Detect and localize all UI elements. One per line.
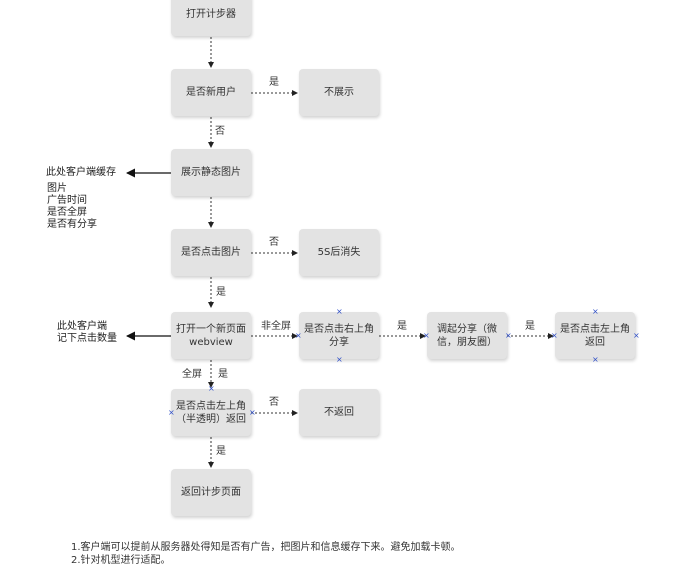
edge-label-no-no-back: 否 (269, 397, 279, 408)
edge-label-yes-back: 是 (216, 446, 226, 457)
node-click-top-right-share: 是否点击右上角 分享 (299, 312, 379, 359)
selection-handle: × (592, 355, 599, 364)
selection-handle: × (633, 331, 640, 340)
selection-handle: × (551, 331, 558, 340)
node-invoke-share: 调起分享（微 信，朋友圈） (427, 312, 507, 359)
node-is-image-clicked-label: 是否点击图片 (181, 247, 241, 258)
selection-handle: × (423, 331, 430, 340)
edge-label-yes-back-after-share: 是 (525, 321, 535, 332)
edge-label-fullscreen: 全屏 (182, 369, 202, 380)
node-click-top-left-back-share: 是否点击左上角 返回 (555, 312, 635, 359)
selection-handle: × (168, 408, 175, 417)
edge-label-yes-open-webview: 是 (216, 287, 226, 298)
node-click-top-left-back-label: 是否点击左上角 （半透明）返回 (176, 400, 246, 425)
node-disappear-5s: 5S后消失 (299, 229, 379, 276)
node-no-show-label: 不展示 (324, 87, 354, 98)
node-click-top-left-back-share-label: 是否点击左上角 返回 (560, 323, 630, 348)
edge-label-fullscreen-yes: 是 (218, 369, 228, 380)
node-back-counter-page-label: 返回计步页面 (181, 487, 241, 498)
edge-label-no-disappear: 否 (269, 237, 279, 248)
node-invoke-share-label: 调起分享（微 信，朋友圈） (437, 323, 497, 348)
node-is-new-user-label: 是否新用户 (186, 87, 236, 98)
node-show-static-image: 展示静态图片 (171, 149, 251, 196)
node-open-webview-label: 打开一个新页面 webview (176, 323, 246, 348)
node-no-back: 不返回 (299, 389, 379, 436)
note-client-record: 此处客户端 记下点击数量 (57, 321, 117, 344)
note-cache-items: 图片 广告时间 是否全屏 是否有分享 (47, 183, 97, 230)
node-open-counter: 打开计步器 (171, 0, 251, 36)
footer-note-2: 2.针对机型进行适配。 (71, 555, 171, 566)
node-open-counter-label: 打开计步器 (186, 9, 236, 20)
selection-handle: × (336, 307, 343, 316)
node-open-webview: 打开一个新页面 webview (171, 312, 251, 359)
selection-handle: × (336, 355, 343, 364)
selection-handle: × (208, 384, 215, 393)
node-no-back-label: 不返回 (324, 407, 354, 418)
selection-handle: × (249, 408, 256, 417)
node-back-counter-page: 返回计步页面 (171, 469, 251, 516)
note-client-cache: 此处客户端缓存 (46, 167, 116, 178)
edge-label-yes-no-show: 是 (269, 77, 279, 88)
selection-handle: × (505, 331, 512, 340)
node-click-top-right-share-label: 是否点击右上角 分享 (304, 323, 374, 348)
node-is-new-user: 是否新用户 (171, 69, 251, 116)
selection-handle: × (295, 331, 302, 340)
node-is-image-clicked: 是否点击图片 (171, 229, 251, 276)
edge-label-not-fullscreen: 非全屏 (261, 321, 291, 332)
edge-label-no-show-image: 否 (215, 126, 225, 137)
footer-notes: 1.客户端可以提前从服务器处得知是否有广告，把图片和信息缓存下来。避免加载卡顿。… (71, 541, 461, 566)
node-no-show: 不展示 (299, 69, 379, 116)
footer-note-1: 1.客户端可以提前从服务器处得知是否有广告，把图片和信息缓存下来。避免加载卡顿。 (71, 542, 461, 553)
node-disappear-5s-label: 5S后消失 (317, 247, 361, 258)
node-show-static-image-label: 展示静态图片 (181, 167, 241, 178)
selection-handle: × (592, 307, 599, 316)
edge-label-yes-invoke-share: 是 (397, 321, 407, 332)
node-click-top-left-back: 是否点击左上角 （半透明）返回 (171, 389, 251, 436)
